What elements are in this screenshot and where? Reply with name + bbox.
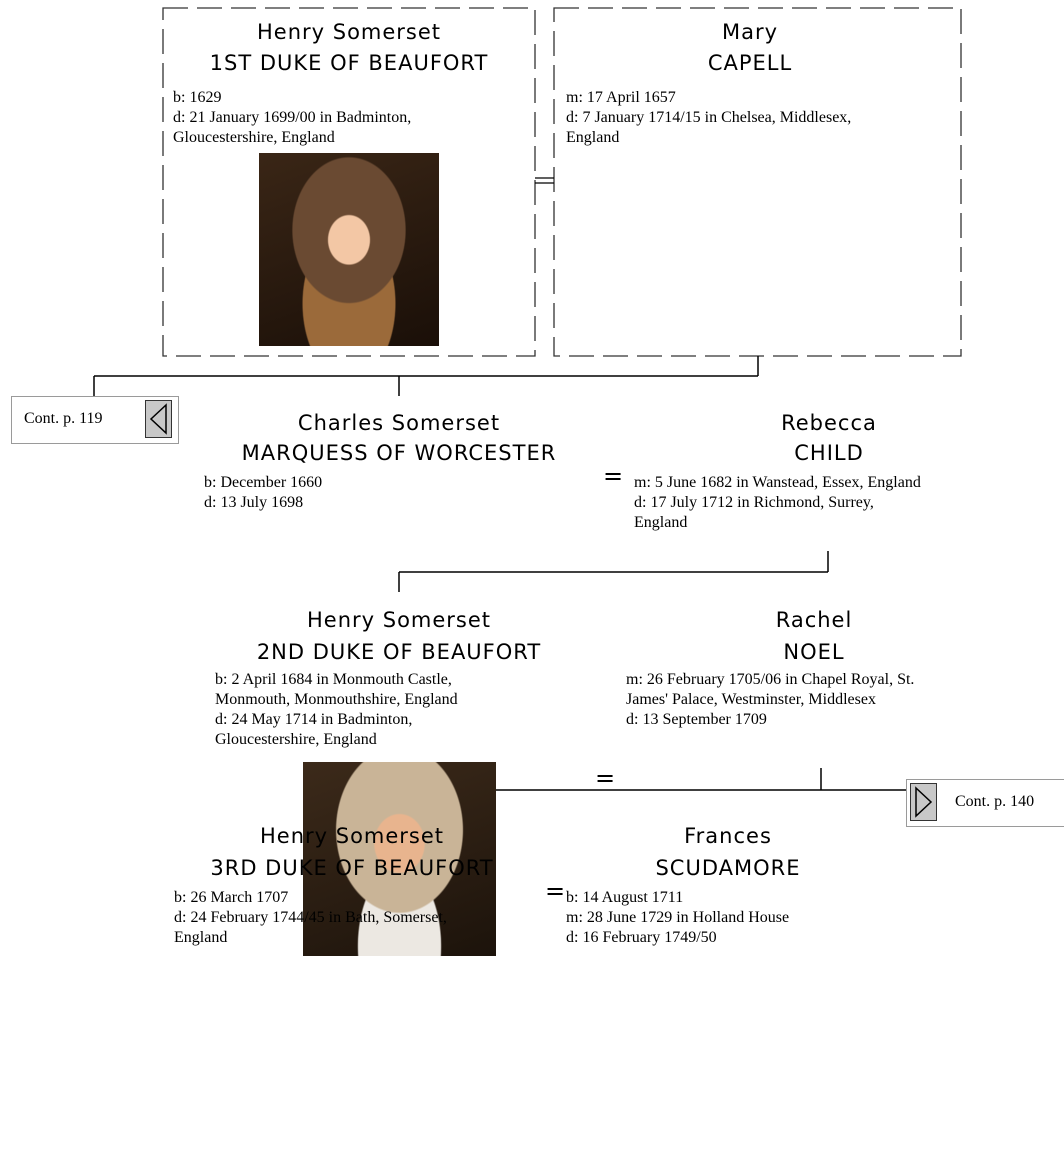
descent-line-gen2 [398, 551, 829, 592]
person-title-charles: MARQUESS OF WORCESTER [241, 441, 557, 465]
person-name-mary: Mary [721, 20, 779, 44]
person-title-rachel: NOEL [783, 640, 845, 664]
person-title-mary: CAPELL [707, 51, 793, 75]
person-title-henry2: 2ND DUKE OF BEAUFORT [256, 640, 542, 664]
person-info-henry3: b: 26 March 1707 d: 24 February 1744/45 … [174, 889, 447, 946]
person-name-henry2: Henry Somerset [306, 608, 492, 632]
person-name-frances: Frances [684, 824, 772, 848]
continuation-next[interactable]: Cont. p. 140 [906, 779, 1064, 827]
arrow-right-icon [915, 786, 933, 818]
person-info-henry2: b: 2 April 1684 in Monmouth Castle, Monm… [215, 671, 458, 748]
person-info-mary: m: 17 April 1657 d: 7 January 1714/15 in… [566, 89, 852, 146]
marriage-connector-top [535, 177, 554, 184]
person-title-henry1: 1ST DUKE OF BEAUFORT [209, 51, 489, 75]
person-title-rebecca: CHILD [794, 441, 864, 465]
person-name-rachel: Rachel [775, 608, 853, 632]
portrait-henry2 [303, 762, 496, 956]
next-arrow-button[interactable] [910, 783, 937, 821]
person-name-henry3: Henry Somerset [259, 824, 445, 848]
person-name-henry1: Henry Somerset [256, 20, 442, 44]
continuation-prev-label: Cont. p. 119 [24, 410, 103, 427]
portrait-henry1 [259, 153, 439, 346]
marriage-symbol-1: = [603, 462, 624, 490]
marriage-symbol-3: = [545, 877, 566, 905]
marriage-symbol-2: = [595, 764, 616, 792]
person-title-henry3: 3RD DUKE OF BEAUFORT [210, 856, 494, 880]
person-info-frances: b: 14 August 1711 m: 28 June 1729 in Hol… [566, 889, 790, 946]
prev-arrow-button[interactable] [145, 400, 172, 438]
descent-line-gen1 [93, 356, 759, 396]
person-box-henry1 [162, 7, 536, 357]
arrow-left-icon [149, 403, 167, 435]
person-name-charles: Charles Somerset [297, 411, 501, 435]
person-name-rebecca: Rebecca [781, 411, 877, 435]
person-info-charles: b: December 1660 d: 13 July 1698 [204, 474, 323, 511]
person-title-frances: SCUDAMORE [655, 856, 801, 880]
continuation-prev[interactable]: Cont. p. 119 [11, 396, 179, 444]
person-info-rachel: m: 26 February 1705/06 in Chapel Royal, … [626, 671, 915, 728]
person-info-henry1: b: 1629 d: 21 January 1699/00 in Badmint… [173, 89, 412, 146]
person-info-rebecca: m: 5 June 1682 in Wanstead, Essex, Engla… [634, 474, 921, 531]
continuation-next-label: Cont. p. 140 [955, 793, 1035, 810]
